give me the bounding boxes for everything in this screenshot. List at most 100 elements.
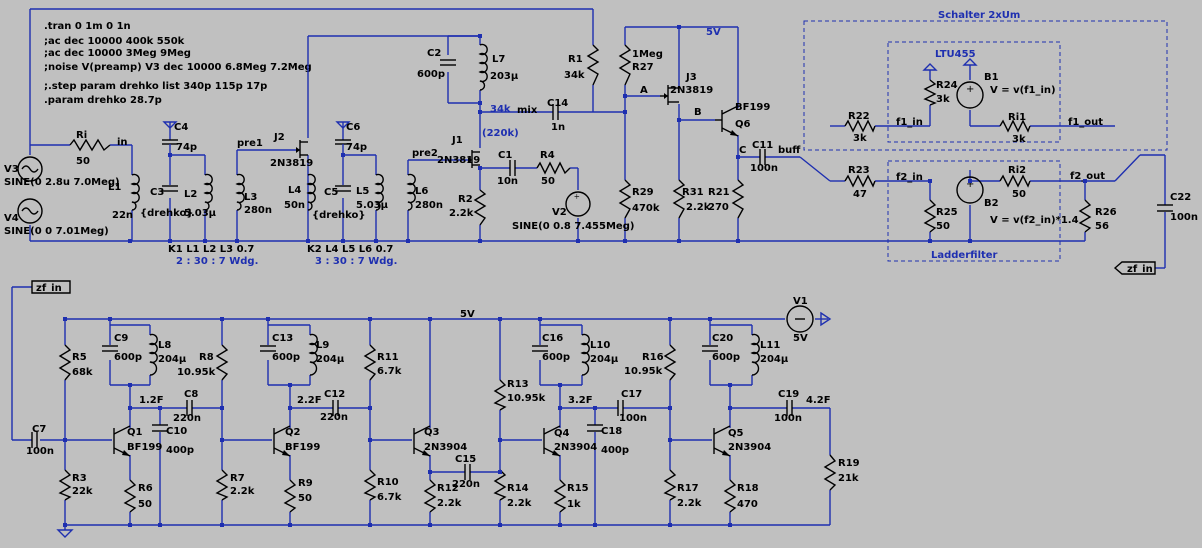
transistor-q3[interactable]: Q3 2N3904 (413, 425, 467, 457)
svg-text:5.03µ: 5.03µ (356, 200, 389, 211)
node-b: B (694, 107, 702, 118)
coupling-k2[interactable]: K2 L4 L5 L6 0.7 (307, 244, 393, 255)
resistor-r14[interactable]: R14 2.2k (493, 469, 532, 509)
inductor-l2[interactable]: L2 5.03µ (184, 173, 217, 219)
resistor-r27[interactable]: 1Meg R27 (618, 44, 663, 86)
transistor-q4[interactable]: Q4 2N3904 (543, 425, 597, 457)
resistor-r25[interactable]: R25 50 (923, 199, 958, 233)
inductor-l7[interactable]: L7 203µ (478, 43, 519, 91)
resistor-r6[interactable]: R6 50 (123, 479, 153, 513)
inductor-l4[interactable]: L4 50n (284, 173, 316, 211)
inductor-l9[interactable]: L9 204µ (308, 333, 345, 376)
inductor-l3[interactable]: L3 280n pre1 (235, 138, 272, 216)
transistor-q2[interactable]: Q2 BF199 (273, 425, 320, 457)
directive-5[interactable]: ;.step param drehko list 340p 115p 17p (44, 81, 267, 92)
capacitor-c2[interactable]: C2 600p (417, 48, 456, 80)
capacitor-c18[interactable]: C18 400p (587, 424, 629, 456)
inductor-l6[interactable]: L6 280n pre2 (406, 148, 443, 211)
resistor-r11[interactable]: R11 6.7k (363, 344, 402, 381)
resistor-r12[interactable]: R12 2.2k (423, 479, 462, 513)
capacitor-c7[interactable]: C7 100n (26, 424, 54, 457)
directive-3[interactable]: ;ac dec 10000 3Meg 9Meg (44, 48, 191, 59)
svg-text:R24: R24 (936, 80, 958, 91)
resistor-r29[interactable]: R29 470k (618, 179, 660, 219)
resistor-r2[interactable]: R2 2.2k (449, 189, 487, 226)
resistor-r5[interactable]: R5 68k (58, 344, 93, 381)
inductor-l5[interactable]: L5 5.03µ (356, 173, 389, 211)
inductor-l10[interactable]: L10 204µ (580, 333, 619, 376)
capacitor-c19[interactable]: C19 100n (774, 389, 802, 424)
jfet-j2[interactable]: J2 2N3819 (270, 132, 313, 169)
resistor-r3[interactable]: R3 22k (58, 469, 93, 501)
svg-text:2N3904: 2N3904 (424, 442, 467, 453)
resistor-ri[interactable]: Ri 50 in (69, 130, 128, 167)
behavioral-source-b2[interactable]: + B2 V = v(f2_in)*1.4 (956, 176, 1079, 226)
jfet-j1[interactable]: J1 2N3819 (437, 135, 480, 168)
resistor-r9[interactable]: R9 50 (283, 478, 313, 513)
voltage-source-v3[interactable]: V3 SINE(0 2.8u 7.0Meg) (4, 156, 120, 188)
directive-2[interactable]: ;ac dec 10000 400k 550k (44, 36, 185, 47)
resistor-r26[interactable]: R26 56 (1078, 199, 1117, 233)
resistor-r24[interactable]: R24 3k (923, 79, 958, 106)
capacitor-c14[interactable]: C14 1n (547, 98, 568, 133)
capacitor-c20[interactable]: C20 600p (702, 333, 740, 363)
resistor-r1[interactable]: R1 34k (564, 44, 600, 86)
resistor-r31[interactable]: R31 2.2k (672, 179, 711, 219)
directive-6[interactable]: .param drehko 28.7p (44, 95, 162, 106)
resistor-r4[interactable]: R4 50 (536, 150, 571, 187)
svg-text:V3: V3 (4, 164, 19, 175)
resistor-r17[interactable]: R17 2.2k (663, 469, 702, 509)
resistor-ri2[interactable]: Ri2 50 f2_out (999, 165, 1105, 200)
switch-box (803, 20, 1168, 151)
jfet-j3[interactable]: J3 2N3819 (660, 72, 713, 105)
inductor-l1[interactable]: L1 22n (108, 173, 140, 221)
resistor-r21[interactable]: R21 270 (708, 179, 745, 219)
resistor-r8[interactable]: R8 10.95k (177, 344, 229, 381)
transistor-q6[interactable]: BF199 Q6 (715, 102, 770, 137)
voltage-source-v2[interactable]: + V2 SINE(0 0.8 7.455Meg) (512, 191, 634, 232)
resistor-r7[interactable]: R7 2.2k (215, 469, 255, 501)
resistor-r13[interactable]: R13 10.95k (493, 379, 546, 411)
capacitor-c6[interactable]: C6 74p (335, 122, 367, 155)
svg-text:21k: 21k (838, 473, 859, 484)
resistor-ri1[interactable]: Ri1 3k f1_out (999, 112, 1103, 145)
behavioral-source-b1[interactable]: + B1 V = v(f1_in) (956, 72, 1056, 109)
resistor-r19[interactable]: R19 21k (823, 454, 860, 491)
directive-1[interactable]: .tran 0 1m 0 1n (44, 21, 131, 32)
resistor-r22[interactable]: R22 3k f1_in (844, 111, 923, 144)
resistor-r23[interactable]: R23 47 f2_in (844, 165, 923, 200)
capacitor-c9[interactable]: C9 600p (102, 333, 142, 363)
resistor-r10[interactable]: R10 6.7k (363, 469, 402, 503)
capacitor-c22[interactable]: C22 100n (1157, 192, 1198, 223)
resistor-r18[interactable]: R18 470 (723, 479, 759, 513)
svg-text:R4: R4 (540, 150, 555, 161)
capacitor-c13[interactable]: C13 600p (260, 333, 300, 363)
svg-text:2N3819: 2N3819 (670, 85, 713, 96)
capacitor-c8[interactable]: C8 220n (173, 389, 201, 424)
inductor-l8[interactable]: L8 204µ (148, 333, 187, 376)
capacitor-c12[interactable]: C12 220n (320, 389, 348, 423)
inductor-l11[interactable]: L11 204µ (750, 333, 789, 376)
transistor-q1[interactable]: Q1 BF199 (113, 425, 162, 457)
coupling-k1[interactable]: K1 L1 L2 L3 0.7 (168, 244, 254, 255)
net-flag-zf-in-top[interactable]: zf_in (1113, 261, 1156, 275)
capacitor-c15[interactable]: C15 220n (452, 454, 480, 490)
resistor-r16[interactable]: R16 10.95k (624, 344, 677, 381)
svg-text:f2_in: f2_in (896, 172, 923, 183)
capacitor-c11[interactable]: C11 100n buff (750, 140, 801, 174)
net-flag-zf-in-bottom[interactable]: zf_in (31, 280, 71, 294)
voltage-source-v1[interactable]: V1 5V (786, 296, 814, 344)
capacitor-c17[interactable]: C17 100n (617, 389, 647, 424)
svg-text:R18: R18 (737, 483, 759, 494)
capacitor-c5[interactable]: C5 {drehko} (312, 185, 365, 221)
voltage-source-v4[interactable]: V4 SINE(0 0 7.01Meg) (4, 198, 109, 237)
capacitor-c3[interactable]: C3 {drehko} (140, 185, 193, 219)
capacitor-c4[interactable]: C4 74p (162, 122, 197, 155)
capacitor-c16[interactable]: C16 600p (532, 333, 570, 363)
capacitor-c1[interactable]: C1 10n (497, 150, 518, 187)
transistor-q5[interactable]: Q5 2N3904 (713, 425, 771, 457)
capacitor-c10[interactable]: C10 400p (152, 424, 194, 456)
directive-4[interactable]: ;noise V(preamp) V3 dec 10000 6.8Meg 7.2… (44, 62, 312, 73)
resistor-r15[interactable]: R15 1k (553, 479, 589, 513)
svg-text:Ri: Ri (76, 130, 87, 141)
